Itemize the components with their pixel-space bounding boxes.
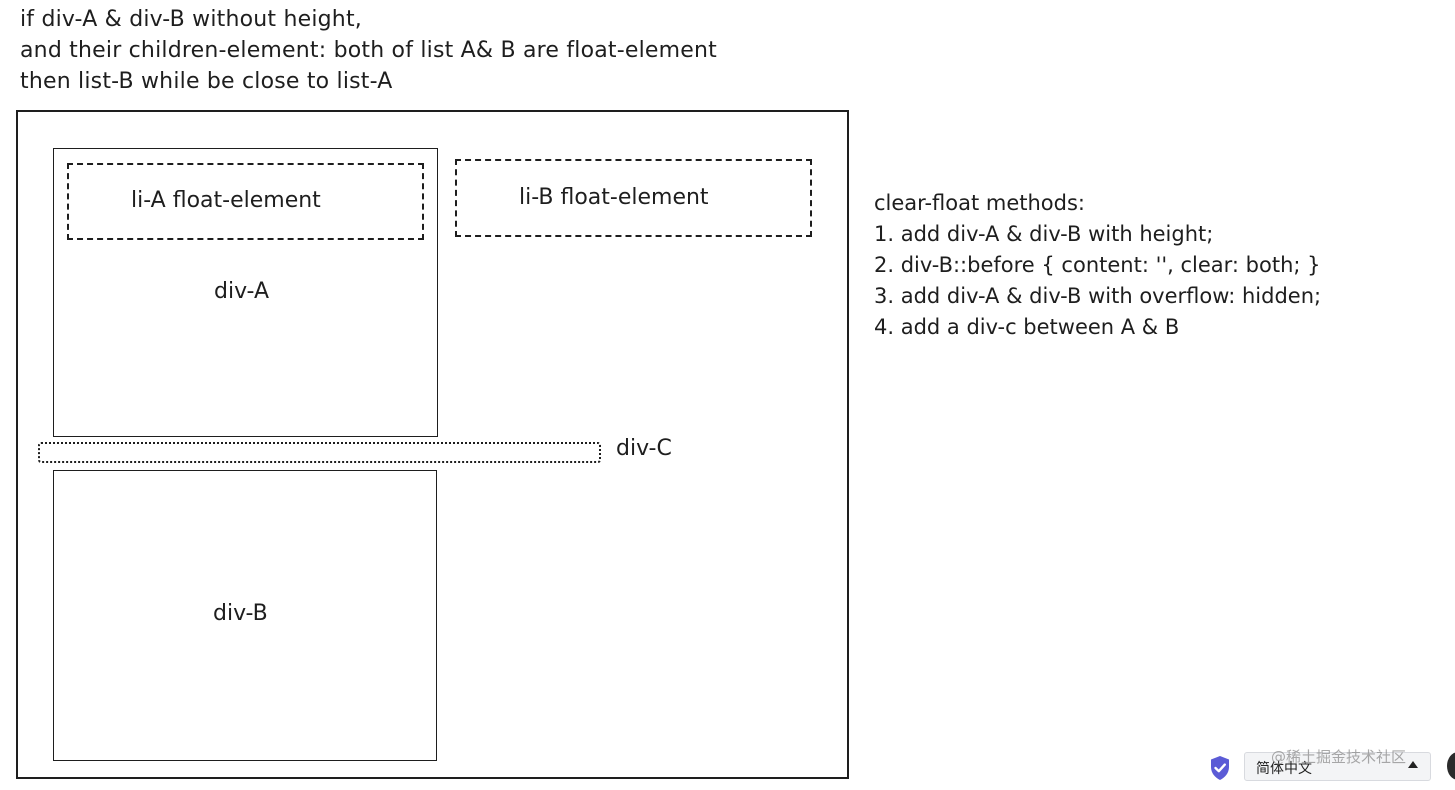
li-b-float-box xyxy=(455,159,812,237)
method-1: 1. add div-A & div-B with height; xyxy=(874,222,1214,246)
div-b-box xyxy=(53,470,437,761)
floating-button-edge[interactable] xyxy=(1447,752,1455,780)
div-b-label: div-B xyxy=(213,601,268,626)
method-4: 4. add a div-c between A & B xyxy=(874,315,1180,339)
language-select-value: 简体中文 xyxy=(1256,761,1312,777)
intro-line-3: then list-B while be close to list-A xyxy=(20,69,393,94)
clear-float-methods: clear-float methods: 1. add div-A & div-… xyxy=(874,188,1321,343)
method-3: 3. add div-A & div-B with overflow: hidd… xyxy=(874,284,1322,308)
methods-title: clear-float methods: xyxy=(874,191,1086,215)
shield-check-icon[interactable] xyxy=(1209,755,1231,781)
div-a-box xyxy=(53,148,438,437)
div-a-label: div-A xyxy=(214,279,270,304)
caret-up-icon xyxy=(1408,761,1418,768)
outer-container xyxy=(16,110,849,779)
watermark: @稀土掘金技术社区 xyxy=(1271,748,1407,766)
intro-line-2: and their children-element: both of list… xyxy=(20,38,717,63)
language-select[interactable]: 简体中文 xyxy=(1244,752,1431,781)
div-c-box xyxy=(38,442,601,463)
intro-line-1: if div-A & div-B without height, xyxy=(20,7,362,32)
div-c-label: div-C xyxy=(616,436,672,461)
li-b-label: li-B float-element xyxy=(519,185,709,210)
li-a-label: li-A float-element xyxy=(131,188,321,213)
intro-text: if div-A & div-B without height, and the… xyxy=(20,4,717,97)
li-a-float-box xyxy=(67,163,424,240)
method-2: 2. div-B::before { content: '', clear: b… xyxy=(874,253,1321,277)
